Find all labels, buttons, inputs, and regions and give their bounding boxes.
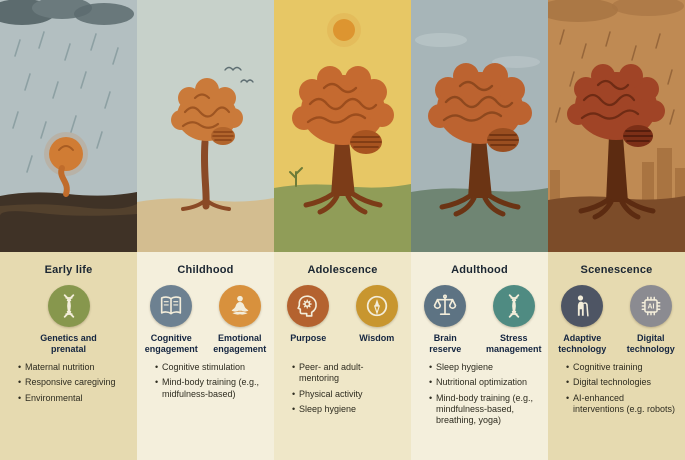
bullet-item: Cognitive training (566, 362, 677, 374)
bullet-item: Mind-body training (e.g., midfulness-bas… (155, 377, 266, 400)
info-senescence: Scenescence (548, 252, 685, 460)
icon-column: Adaptive technology (554, 285, 611, 355)
compass-icon-glyph (366, 295, 387, 317)
compass-icon (355, 285, 398, 327)
panel-senescence: Scenescence (548, 0, 685, 460)
panel-adolescence: Adolescence Purpose (274, 0, 411, 460)
bullet-item: Sleep hygiene (292, 404, 403, 416)
bullet-item: Cognitive stimulation (155, 362, 266, 374)
icon-column: Emotional engagement (212, 285, 269, 355)
bullet-list: Cognitive training Digital technologies … (554, 362, 679, 415)
icon-column: Purpose (280, 285, 337, 355)
icon-label: Emotional engagement (213, 333, 267, 354)
icon-column: AI Digital technology (623, 285, 680, 355)
ai-chip-icon: AI (629, 285, 672, 327)
icon-row: Genetics and prenatal (6, 285, 131, 355)
illustration-adolescence (274, 0, 411, 252)
balance-scale-icon-glyph (434, 294, 457, 316)
dna-icon-glyph (63, 294, 74, 318)
icon-column: Genetics and prenatal (26, 285, 112, 355)
panel-early-life: Early life Genetics and prenatal (0, 0, 137, 460)
dna-strand-icon-glyph (508, 294, 520, 318)
bullet-item: Digital technologies (566, 377, 677, 389)
balance-scale-icon (424, 285, 467, 327)
dna-strand-icon (492, 285, 535, 327)
icon-column: Stress management (486, 285, 543, 355)
bullet-item: Nutritional optimization (429, 377, 540, 389)
bullet-item: Peer- and adult-mentoring (292, 362, 403, 385)
icon-label: Cognitive engagement (144, 333, 198, 354)
dna-icon (47, 285, 90, 327)
ai-chip-text: AI (647, 303, 654, 310)
icon-column: Brain reserve (417, 285, 474, 355)
mature-brain-tree-illustration (411, 0, 548, 252)
elderly-person-icon (561, 285, 604, 327)
book-icon (150, 285, 193, 327)
bullet-list: Sleep hygiene Nutritional optimization M… (417, 362, 542, 426)
illustration-senescence (548, 0, 685, 252)
illustration-early-life (0, 0, 137, 252)
sunny-brain-tree-illustration (274, 0, 411, 252)
bullet-item: Physical activity (292, 389, 403, 401)
icon-label: Adaptive technology (558, 333, 607, 354)
icon-row: Adaptive technology AI Digital technolog… (554, 285, 679, 355)
info-adulthood: Adulthood (411, 252, 548, 460)
icon-label: Purpose (290, 333, 327, 343)
icon-row: Purpose Wisdom (280, 285, 405, 355)
info-early-life: Early life Genetics and prenatal (0, 252, 137, 460)
bullet-item: Maternal nutrition (18, 362, 129, 374)
stage-title: Scenescence (580, 264, 653, 276)
head-gear-icon (287, 285, 330, 327)
stage-title: Adolescence (307, 264, 378, 276)
panel-adulthood: Adulthood (411, 0, 548, 460)
bullet-item: Responsive caregiving (18, 377, 129, 389)
autumn-brain-tree-illustration (548, 0, 685, 252)
bullet-item: Sleep hygiene (429, 362, 540, 374)
rain-seed-illustration (0, 0, 137, 252)
icon-row: Brain reserve Stress management (417, 285, 542, 355)
bullet-item: Environmental (18, 393, 129, 405)
icon-label: Wisdom (359, 333, 395, 343)
stage-title: Childhood (177, 264, 234, 276)
elderly-person-icon-glyph (578, 295, 589, 317)
icon-row: Cognitive engagement Emotional engagemen… (143, 285, 268, 355)
icon-column: Cognitive engagement (143, 285, 200, 355)
meditation-icon-glyph (231, 295, 249, 315)
ai-chip-icon-glyph: AI (641, 296, 661, 316)
illustration-adulthood (411, 0, 548, 252)
icon-label: Stress management (485, 333, 542, 354)
bullet-item: AI-enhanced interventions (e.g. robots) (566, 393, 677, 416)
panel-childhood: Childhood Cognitive engagement (137, 0, 274, 460)
icon-column: Wisdom (349, 285, 406, 355)
bullet-item: Mind-body training (e.g., mindfulness-ba… (429, 393, 540, 427)
stage-title: Adulthood (451, 264, 508, 276)
head-gear-icon-glyph (297, 295, 318, 317)
icon-label: Genetics and prenatal (40, 333, 97, 354)
info-childhood: Childhood Cognitive engagement (137, 252, 274, 460)
bullet-list: Maternal nutrition Responsive caregiving… (6, 362, 131, 404)
book-icon-glyph (161, 296, 182, 315)
meditation-icon (218, 285, 261, 327)
bullet-list: Peer- and adult-mentoring Physical activ… (280, 362, 405, 415)
icon-label: Brain reserve (429, 333, 462, 354)
illustration-childhood (137, 0, 274, 252)
stage-title: Early life (44, 264, 93, 276)
icon-label: Digital technology (626, 333, 675, 354)
sapling-brain-tree-illustration (137, 0, 274, 252)
bullet-list: Cognitive stimulation Mind-body training… (143, 362, 268, 400)
info-adolescence: Adolescence Purpose (274, 252, 411, 460)
